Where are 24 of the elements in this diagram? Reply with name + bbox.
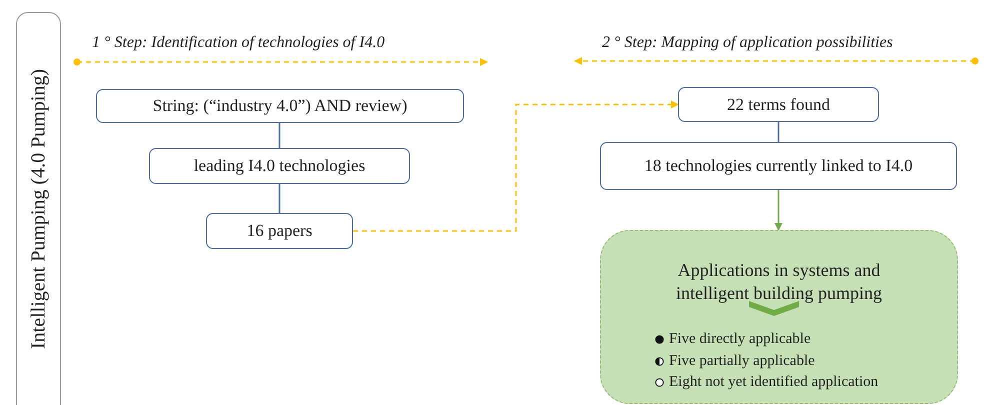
connector-line [278,184,280,213]
connector-line [778,122,780,142]
connector-line [278,123,280,148]
box-text: 16 papers [246,221,314,241]
box-text: 22 terms found [726,94,831,114]
side-band [16,12,61,405]
process-box [206,213,353,249]
arrow [353,100,679,232]
box-text: String: (“industry 4.0”) AND review) [152,96,408,116]
process-box [96,89,464,123]
band-label: Intelligent Pumping (4.0 Pumping) [27,69,50,349]
process-box [678,87,879,122]
list-item: Five directly applicable [669,331,811,348]
box-text: leading I4.0 technologies [192,156,366,176]
arrow [774,190,782,231]
process-box [149,148,410,184]
result-heading: Applications in systems and intelligent building pumping [675,259,883,306]
process-box [600,142,957,190]
box-text: 18 technologies currently linked to I4.0 [643,156,914,176]
list-item: Eight not yet identified application [669,374,878,392]
step-label: 2 ° Step: Mapping of application possibilities [602,34,893,52]
list-item: Five partially applicable [669,352,815,370]
step-label: 1 ° Step: Identification of technologies of I4.0 [92,34,385,52]
result-box [600,230,958,404]
